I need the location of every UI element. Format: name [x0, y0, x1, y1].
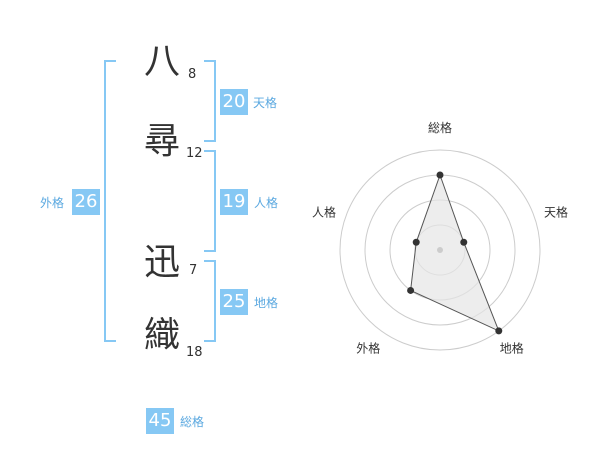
- stroke-count-4: 18: [186, 345, 203, 360]
- tenkaku-bracket: [204, 60, 216, 142]
- radar-ring-4: [339, 149, 541, 351]
- name-char-1: 八: [144, 41, 181, 82]
- radar-axis-label-5: 人格: [312, 204, 336, 219]
- gaikaku-label: 外格: [40, 196, 65, 210]
- chikaku-value: 25: [220, 289, 248, 315]
- radar-axis-label-1: 総格: [428, 120, 452, 135]
- name-char-3: 迅: [144, 242, 181, 283]
- stroke-count-2: 12: [186, 146, 203, 161]
- tenkaku-value: 20: [220, 89, 248, 115]
- radar-area: [410, 173, 500, 332]
- soukaku-value: 45: [146, 408, 174, 434]
- chikaku-label: 地格: [254, 296, 279, 310]
- radar-axis-label-3: 地格: [500, 341, 524, 356]
- jinkaku-label: 人格: [254, 196, 279, 210]
- radar-point-4: [407, 286, 415, 294]
- name-char-4: 織: [144, 315, 181, 356]
- stroke-count-1: 8: [188, 67, 197, 82]
- radar-point-1: [436, 171, 444, 179]
- radar-axis-label-2: 天格: [544, 204, 568, 219]
- name-char-2: 尋: [144, 121, 181, 162]
- radar-axis-label-4: 外格: [356, 341, 380, 356]
- radar-point-3: [495, 327, 503, 335]
- stroke-count-3: 7: [189, 263, 198, 278]
- radar-center-dot: [437, 247, 443, 253]
- radar-point-2: [460, 238, 468, 246]
- gaikaku-value: 26: [72, 189, 100, 215]
- jinkaku-value: 19: [220, 189, 248, 215]
- gaikaku-bracket: [104, 60, 116, 342]
- jinkaku-bracket: [204, 150, 216, 252]
- soukaku-label: 総格: [180, 415, 205, 429]
- radar-point-5: [412, 238, 420, 246]
- tenkaku-label: 天格: [253, 96, 278, 110]
- chikaku-bracket: [204, 260, 216, 342]
